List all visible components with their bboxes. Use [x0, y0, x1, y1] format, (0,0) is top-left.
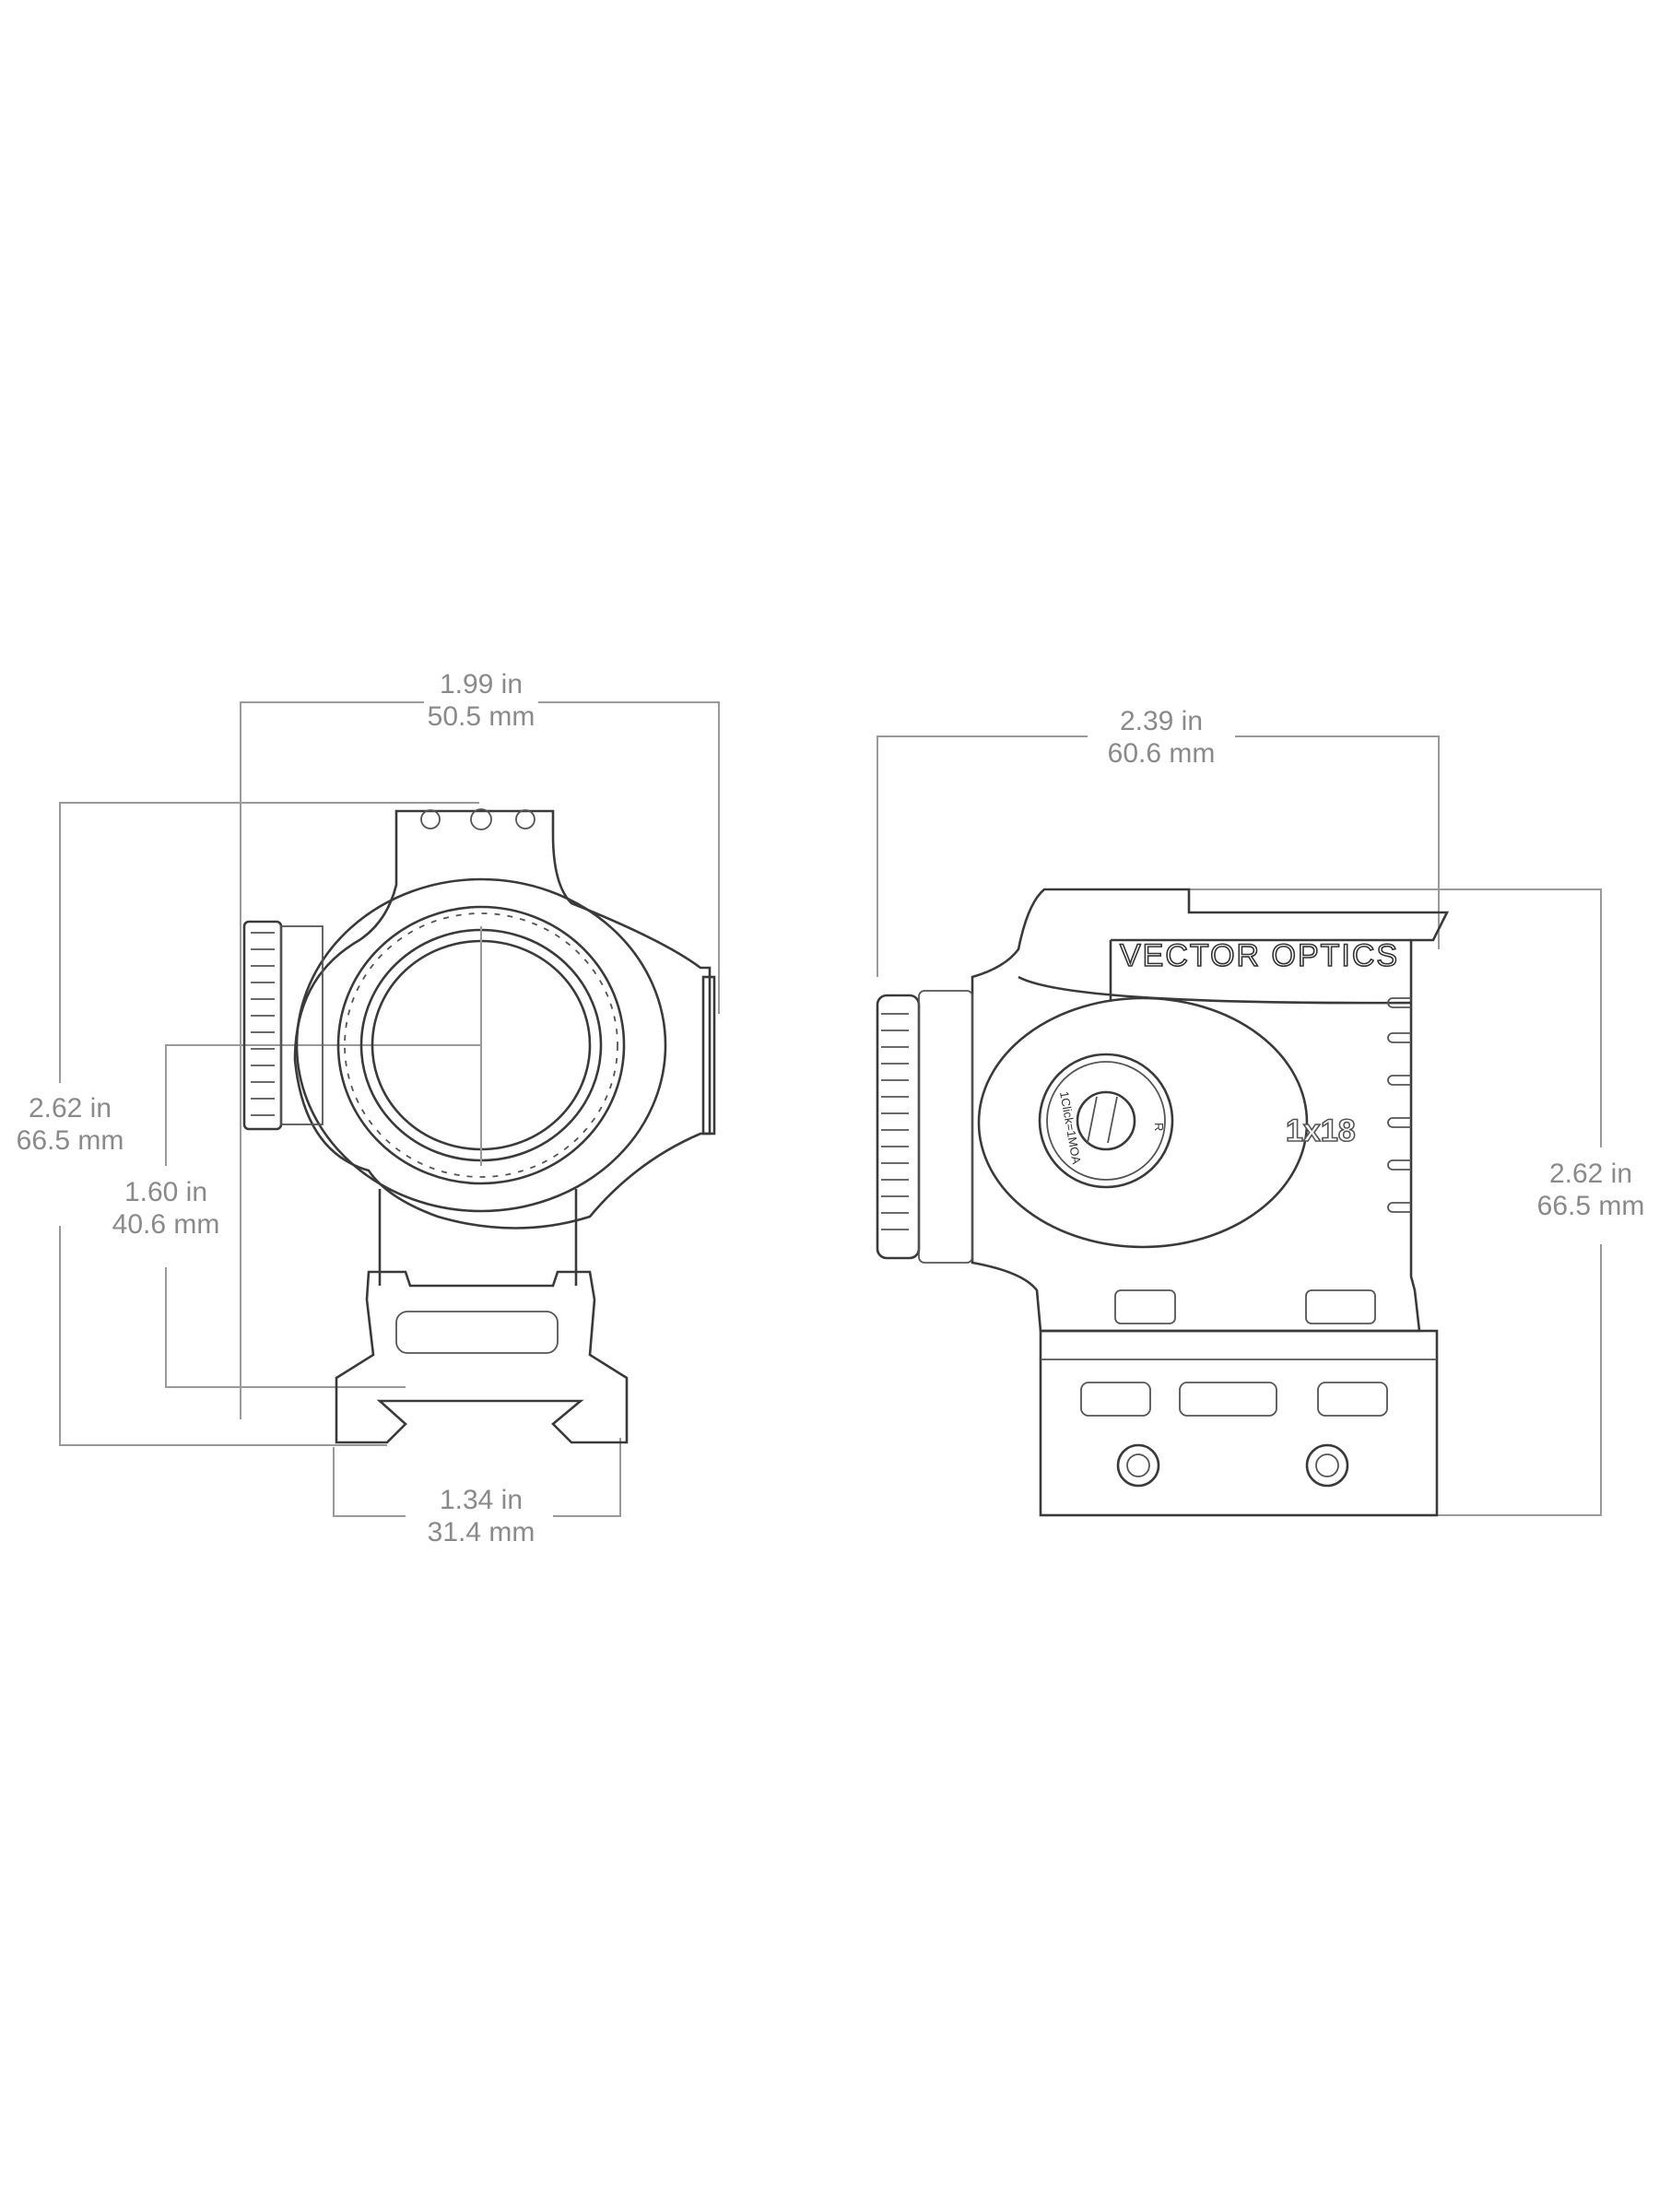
front-mount-icon: [335, 1189, 629, 1444]
elevation-turret-icon: 1Click=1MOA R: [1038, 1053, 1174, 1189]
top-turret-icon: [420, 808, 535, 830]
turret-direction: R: [1152, 1123, 1166, 1131]
height-dimension: 2.62 in 66.5 mm: [17, 802, 479, 1446]
eyepiece-knurl-icon: [876, 990, 973, 1264]
side-scope-body: VECTOR OPTICS 1Click=1MOA R 1x18: [876, 888, 1450, 1333]
width-mm-label: 50.5 mm: [428, 701, 535, 732]
axis-height-mm-label: 40.6 mm: [112, 1209, 220, 1240]
mount-width-dimension: 1.34 in 31.4 mm: [333, 1438, 621, 1547]
axis-height-in-label: 1.60 in: [124, 1177, 207, 1207]
front-scope-body: [242, 808, 716, 1444]
mount-width-in-label: 1.34 in: [440, 1485, 523, 1515]
side-height-mm-label: 66.5 mm: [1537, 1191, 1645, 1221]
width-in-label: 1.99 in: [440, 669, 523, 700]
side-knurled-knob-icon: [242, 920, 324, 1131]
front-view: 1.99 in 50.5 mm 2.62 in 66.5 mm 1.60 in …: [17, 669, 720, 1547]
height-in-label: 2.62 in: [29, 1093, 112, 1124]
side-mount-icon: [1039, 1329, 1439, 1517]
magnification-label: 1x18: [1286, 1113, 1356, 1148]
height-mm-label: 66.5 mm: [17, 1125, 124, 1156]
axis-height-dimension: 1.60 in 40.6 mm: [112, 1044, 481, 1388]
side-height-dimension: 2.62 in 66.5 mm: [1069, 888, 1645, 1516]
side-grooves-icon: [1387, 997, 1411, 1213]
side-view: 2.39 in 60.6 mm 2.62 in 66.5 mm VECTOR O…: [876, 706, 1645, 1517]
width-dimension: 1.99 in 50.5 mm: [240, 669, 720, 1419]
turret-marking: 1Click=1MOA: [1057, 1090, 1084, 1166]
length-mm-label: 60.6 mm: [1108, 738, 1216, 769]
length-in-label: 2.39 in: [1120, 706, 1203, 736]
mount-width-mm-label: 31.4 mm: [428, 1517, 535, 1547]
side-height-in-label: 2.62 in: [1549, 1159, 1632, 1189]
brand-logo: VECTOR OPTICS: [1120, 938, 1399, 973]
battery-cap-icon: [701, 975, 716, 1135]
length-dimension: 2.39 in 60.6 mm: [877, 706, 1440, 977]
